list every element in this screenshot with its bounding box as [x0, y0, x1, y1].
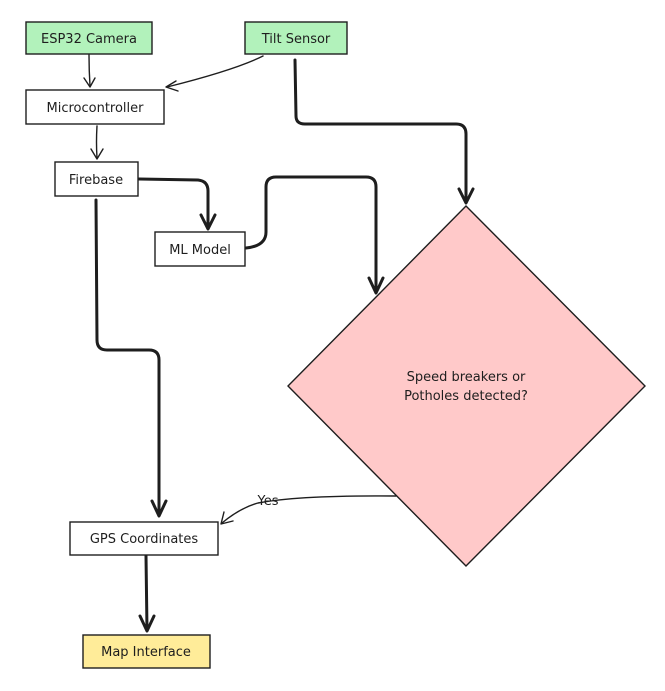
node-ml-model[interactable]: ML Model	[154, 231, 246, 267]
node-tilt-sensor-box	[244, 21, 348, 55]
node-decision-label-line2: Potholes detected?	[404, 389, 528, 404]
node-decision[interactable]: Speed breakers or Potholes detected?	[287, 205, 646, 567]
node-firebase-label: Firebase	[69, 173, 123, 188]
edges	[83, 54, 475, 633]
node-map-interface-box	[82, 634, 211, 669]
node-decision-label-line1: Speed breakers or	[407, 370, 526, 385]
arrowhead-tilt-to-decision	[457, 187, 475, 205]
arrowhead-microcontroller-to-firebase	[90, 148, 104, 160]
node-tilt-sensor[interactable]: Tilt Sensor	[244, 21, 348, 55]
node-microcontroller-label: Microcontroller	[46, 101, 144, 116]
node-ml-model-label: ML Model	[169, 243, 231, 258]
node-map-interface[interactable]: Map Interface	[82, 634, 211, 669]
edge-label-yes-group: Yes	[257, 494, 279, 509]
node-tilt-sensor-label: Tilt Sensor	[261, 32, 331, 47]
arrowhead-firebase-to-gps	[150, 499, 168, 518]
arrowhead-ml-model-to-decision	[367, 276, 385, 295]
arrowhead-firebase-to-ml-model	[199, 213, 217, 231]
node-ml-model-box	[154, 231, 246, 267]
edge-microcontroller-to-firebase	[95, 125, 98, 159]
node-esp32-camera[interactable]: ESP32 Camera	[25, 21, 153, 55]
edge-ml-model-to-decision	[244, 175, 378, 294]
edge-firebase-to-ml-model	[137, 177, 210, 230]
edge-tilt-to-microcontroller	[166, 55, 264, 88]
node-decision-diamond	[287, 205, 646, 567]
node-firebase[interactable]: Firebase	[54, 161, 139, 197]
edge-decision-to-gps-yes	[221, 495, 397, 524]
arrowhead-gps-to-map	[138, 614, 156, 633]
node-gps-coordinates-box	[69, 521, 219, 556]
arrowhead-camera-to-microcontroller	[83, 77, 96, 88]
node-map-interface-label: Map Interface	[101, 645, 191, 660]
node-microcontroller-box	[25, 89, 165, 125]
arrowhead-tilt-to-microcontroller	[165, 80, 179, 92]
node-esp32-camera-label: ESP32 Camera	[41, 32, 137, 47]
node-gps-coordinates[interactable]: GPS Coordinates	[69, 521, 219, 556]
node-microcontroller[interactable]: Microcontroller	[25, 89, 165, 125]
arrowhead-decision-to-gps	[220, 511, 234, 525]
edge-label-yes: Yes	[257, 494, 279, 509]
node-gps-coordinates-label: GPS Coordinates	[90, 532, 199, 547]
node-esp32-camera-box	[25, 21, 153, 55]
edge-firebase-to-gps	[94, 198, 161, 517]
edge-gps-to-map	[144, 554, 149, 632]
node-firebase-box	[54, 161, 139, 197]
edge-camera-to-microcontroller	[88, 54, 91, 87]
edge-tilt-to-decision	[293, 58, 468, 204]
